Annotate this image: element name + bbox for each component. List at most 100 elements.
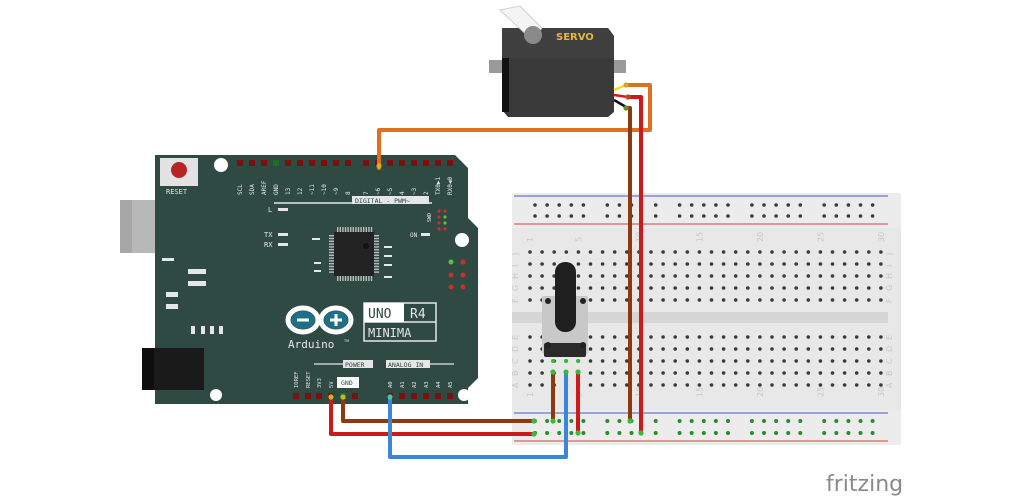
breadboard-hole[interactable] [782,250,786,254]
wire-gnd[interactable] [341,396,536,423]
breadboard-hole[interactable] [697,335,702,339]
reset-button-cap[interactable] [171,162,187,178]
breadboard-hole[interactable] [697,347,702,351]
breadboard-hole[interactable] [600,335,605,339]
breadboard-hole[interactable] [721,262,726,266]
breadboard-hole[interactable] [830,335,835,339]
breadboard-hole[interactable] [612,347,617,351]
header-pin[interactable] [293,393,299,399]
rail-hole[interactable] [726,203,730,207]
header-pin[interactable] [423,160,429,166]
rail-hole[interactable] [557,214,561,218]
breadboard-hole[interactable] [576,250,581,254]
breadboard-hole[interactable] [746,371,750,375]
breadboard-hole[interactable] [806,371,811,375]
breadboard-hole[interactable] [625,250,629,254]
breadboard-hole[interactable] [600,298,605,302]
breadboard-hole[interactable] [854,335,859,339]
breadboard-hole[interactable] [818,250,823,254]
breadboard-hole[interactable] [625,335,629,339]
rail-hole[interactable] [533,214,537,218]
breadboard-hole[interactable] [673,371,677,375]
header-pin[interactable] [249,160,255,166]
breadboard-hole[interactable] [588,250,593,254]
breadboard-hole[interactable] [540,383,544,387]
breadboard-hole[interactable] [540,359,544,363]
breadboard-hole[interactable] [649,250,653,254]
header-pin[interactable] [237,160,243,166]
rail-hole[interactable] [774,203,778,207]
breadboard-hole[interactable] [721,347,726,351]
breadboard-hole[interactable] [697,298,702,302]
rail-hole-connected[interactable] [786,419,791,423]
breadboard-hole[interactable] [685,262,690,266]
breadboard-hole[interactable] [685,286,690,290]
breadboard-hole[interactable] [612,383,617,387]
header-pin[interactable] [273,160,279,166]
breadboard-hole[interactable] [588,371,593,375]
breadboard-hole[interactable] [661,347,665,351]
breadboard-hole[interactable] [685,250,690,254]
breadboard-hole[interactable] [818,286,823,290]
breadboard-hole[interactable] [854,298,859,302]
potentiometer[interactable] [542,262,588,357]
breadboard-hole[interactable] [661,274,665,278]
breadboard-hole[interactable] [770,347,774,351]
breadboard-hole[interactable] [528,286,532,290]
breadboard-hole[interactable] [709,286,714,290]
breadboard-hole[interactable] [733,298,738,302]
breadboard-hole[interactable] [697,359,702,363]
breadboard-hole[interactable] [528,359,532,363]
breadboard-hole[interactable] [842,347,847,351]
breadboard-hole[interactable] [733,335,738,339]
rail-hole-connected[interactable] [798,431,803,435]
breadboard-hole[interactable] [746,250,750,254]
breadboard-hole[interactable] [746,298,750,302]
rail-hole-connected[interactable] [557,419,562,423]
rail-hole[interactable] [689,214,694,218]
breadboard-hole[interactable] [697,286,702,290]
breadboard-hole[interactable] [612,371,617,375]
breadboard-hole[interactable] [782,359,786,363]
breadboard-hole[interactable] [879,347,883,351]
header-pin[interactable] [285,160,291,166]
rail-hole[interactable] [677,214,682,218]
rail-hole-connected[interactable] [870,431,875,435]
rail-hole-connected[interactable] [653,431,658,435]
breadboard-hole[interactable] [661,250,665,254]
breadboard-hole[interactable] [794,347,798,351]
rail-hole[interactable] [605,214,610,218]
breadboard-hole[interactable] [842,250,847,254]
breadboard-hole[interactable] [818,335,823,339]
breadboard-hole[interactable] [540,250,544,254]
rail-hole[interactable] [846,203,851,207]
breadboard-hole[interactable] [685,371,690,375]
breadboard-hole[interactable] [673,347,677,351]
rail-hole-connected[interactable] [545,419,550,423]
rail-hole[interactable] [569,203,574,207]
rail-hole[interactable] [702,214,706,218]
breadboard-hole[interactable] [612,250,617,254]
breadboard-hole[interactable] [830,371,835,375]
breadboard-hole[interactable] [818,298,823,302]
breadboard-hole[interactable] [576,274,581,278]
rail-hole-connected[interactable] [605,431,610,435]
breadboard-hole[interactable] [600,286,605,290]
wire-servo-power[interactable] [626,95,643,434]
breadboard-hole[interactable] [818,359,823,363]
breadboard-hole[interactable] [830,359,835,363]
header-pin[interactable] [399,160,405,166]
breadboard-hole[interactable] [818,347,823,351]
breadboard-hole[interactable] [685,383,690,387]
rail-hole-connected[interactable] [762,431,766,435]
header-pin[interactable] [305,393,311,399]
breadboard-hole[interactable] [649,335,653,339]
breadboard-hole[interactable] [612,335,617,339]
header-pin[interactable] [411,160,417,166]
header-pin[interactable] [309,160,315,166]
rail-hole-connected[interactable] [846,419,851,423]
rail-hole[interactable] [533,203,537,207]
breadboard-hole[interactable] [818,371,823,375]
rail-hole-connected[interactable] [701,431,706,435]
breadboard-hole[interactable] [854,250,859,254]
